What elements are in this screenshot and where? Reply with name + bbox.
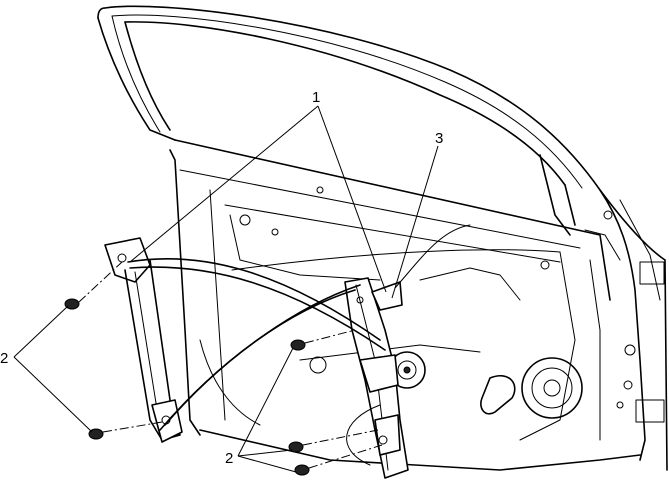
speaker-icon — [521, 357, 583, 419]
callout-leaders — [13, 105, 439, 473]
regulator-cables — [127, 224, 471, 466]
bolt-icon — [88, 428, 104, 440]
callout-1: 1 — [312, 89, 320, 106]
bolt-icon — [64, 298, 80, 310]
bolt-icon — [290, 339, 306, 351]
callout-2-bottom: 2 — [225, 450, 233, 467]
front-guide-rail — [104, 237, 183, 443]
door-frame — [97, 5, 668, 471]
bolt-icon — [288, 441, 304, 453]
bolt-icon — [294, 464, 310, 476]
regulator-rail — [344, 277, 426, 479]
handle-pocket — [480, 375, 516, 415]
fasteners — [64, 261, 383, 476]
callout-2-left: 2 — [0, 350, 8, 367]
inner-door-panel — [169, 139, 665, 471]
callout-3: 3 — [435, 130, 443, 147]
